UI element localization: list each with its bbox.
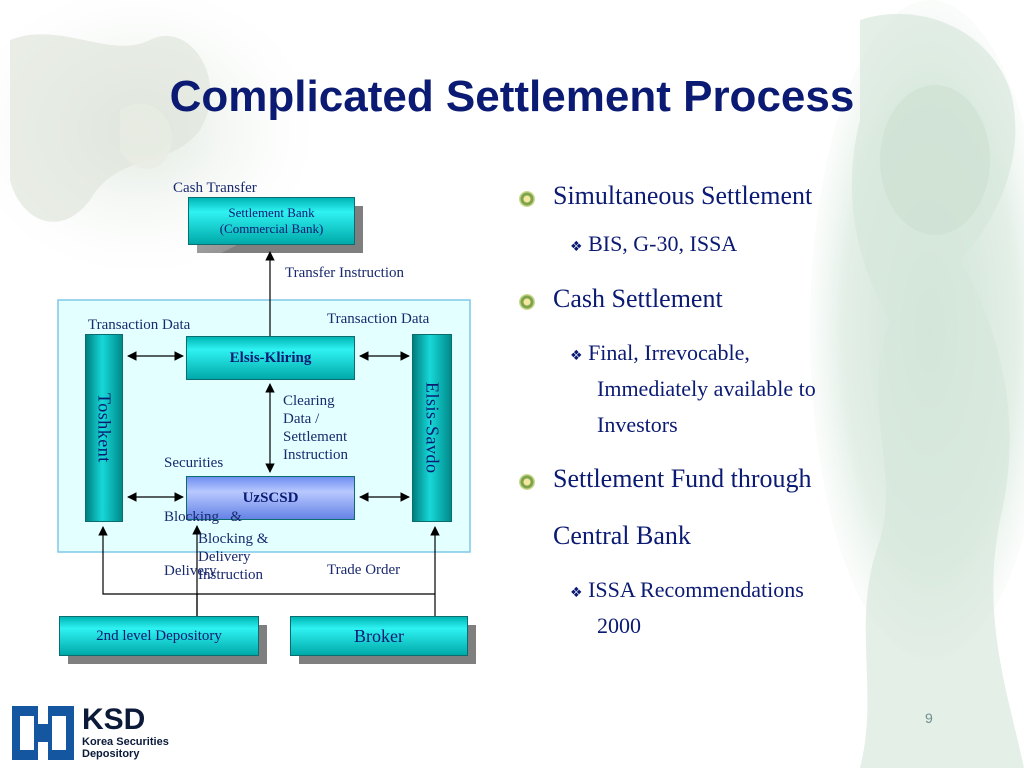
diamond-bullet-icon: ❖ xyxy=(570,585,583,601)
sub-bullet-final-line3: Investors xyxy=(597,412,678,437)
label-clearing-data: Clearing Data / Settlement Instruction xyxy=(283,393,348,463)
label-transaction-data-left: Transaction Data xyxy=(88,317,191,333)
page-number: 9 xyxy=(925,710,933,726)
sub-bullet-final-line2: Immediately available to xyxy=(597,376,816,401)
bullet-settlement-fund-line2: Central Bank xyxy=(553,521,691,550)
ksd-logo-line1: Korea Securities xyxy=(82,736,169,748)
broker-label: Broker xyxy=(354,625,404,646)
elsis-savdo-label: Elsis-Savdo xyxy=(422,382,443,474)
toshkent-box: Toshkent xyxy=(85,334,131,530)
settlement-bank-line1: Settlement Bank xyxy=(228,205,315,220)
label-blocking-delivery: Blocking & Delivery Instruction xyxy=(198,531,269,583)
uzscsd-label: UzSCSD xyxy=(242,489,299,506)
bullet-flower-icon xyxy=(519,191,535,207)
depository-box: 2nd level Depository xyxy=(59,616,267,664)
sub-bullet-issa: ❖ ISSA Recommendations xyxy=(570,577,804,602)
ksd-logo-name: KSD xyxy=(82,703,146,736)
bullet-cash-settlement: Cash Settlement xyxy=(553,284,723,313)
label-cash-transfer: Cash Transfer xyxy=(173,180,257,196)
bullet-settlement-fund: Settlement Fund through xyxy=(553,464,812,493)
toshkent-label: Toshkent xyxy=(94,393,115,463)
label-transaction-data-right: Transaction Data xyxy=(327,311,430,327)
diamond-bullet-icon: ❖ xyxy=(570,348,583,364)
ksd-emblem-icon xyxy=(12,706,74,760)
sub-bullet-bis: ❖ BIS, G-30, ISSA xyxy=(570,231,738,256)
sub-bullet-final: ❖ Final, Irrevocable, xyxy=(570,340,750,365)
settlement-bank-box: Settlement Bank (Commercial Bank) xyxy=(188,197,363,253)
settlement-bank-line2: (Commercial Bank) xyxy=(219,221,324,236)
depository-label: 2nd level Depository xyxy=(96,627,222,644)
bullet-flower-icon xyxy=(519,294,535,310)
sub-bullet-issa-line2: 2000 xyxy=(597,613,641,638)
label-trade-order: Trade Order xyxy=(327,562,401,578)
broker-box: Broker xyxy=(290,616,476,664)
ksd-logo-line2: Depository xyxy=(82,748,140,760)
slide-title: Complicated Settlement Process xyxy=(169,72,855,121)
bullet-simultaneous-settlement: Simultaneous Settlement xyxy=(553,181,813,210)
elsis-kliring-box: Elsis-Kliring xyxy=(186,336,363,388)
diamond-bullet-icon: ❖ xyxy=(570,239,583,255)
elsis-savdo-box: Elsis-Savdo xyxy=(412,334,460,530)
elsis-kliring-label: Elsis-Kliring xyxy=(229,349,312,366)
label-securities-blocking: Securities Blocking & Delivery xyxy=(164,455,242,579)
bullet-flower-icon xyxy=(519,474,535,490)
label-transfer-instruction: Transfer Instruction xyxy=(285,265,405,281)
